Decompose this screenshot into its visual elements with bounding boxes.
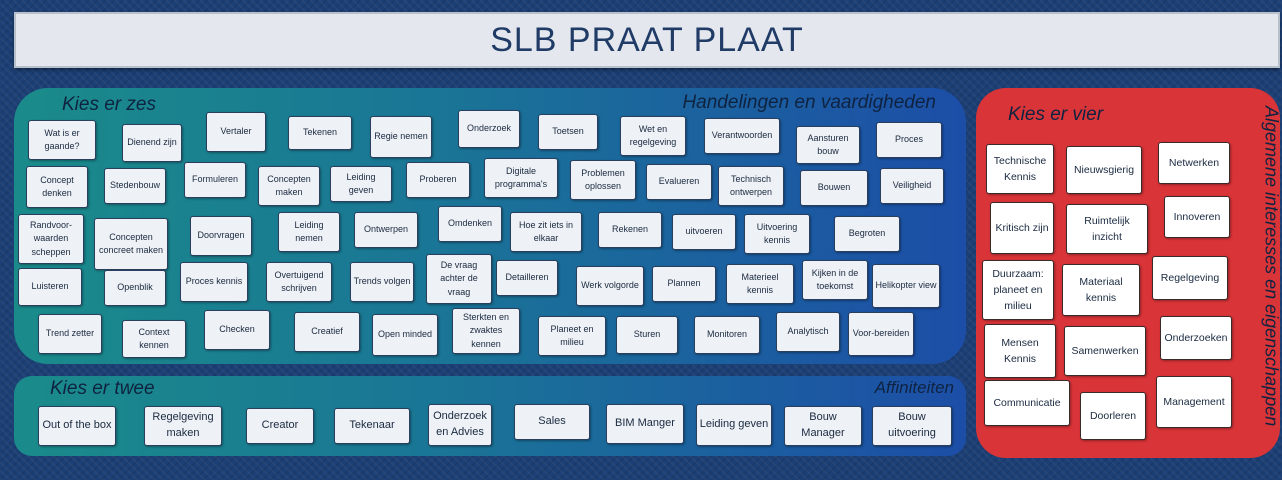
card-formuleren[interactable]: Formuleren (184, 162, 246, 198)
card-begroten[interactable]: Begroten (834, 216, 900, 252)
card-hoe-zit-iets-in-elkaar[interactable]: Hoe zit iets in elkaar (510, 212, 582, 252)
interest-technische-kennis[interactable]: Technische Kennis (986, 144, 1054, 194)
card-toetsen[interactable]: Toetsen (538, 114, 598, 150)
title-bar: SLB PRAAT PLAAT (14, 12, 1280, 68)
card-detailleren[interactable]: Detailleren (496, 260, 558, 296)
affinity-title-label: Affiniteiten (874, 378, 954, 397)
card-onderzoek[interactable]: Onderzoek (458, 110, 520, 148)
interest-onderzoeken[interactable]: Onderzoeken (1160, 316, 1232, 360)
card-kijken-in-de-toekomst[interactable]: Kijken in de toekomst (802, 260, 868, 300)
card-context-kennen[interactable]: Context kennen (122, 320, 186, 358)
card-sturen[interactable]: Sturen (616, 316, 678, 354)
card-regie-nemen[interactable]: Regie nemen (370, 116, 432, 158)
card-wet-en-regelgeving[interactable]: Wet en regelgeving (620, 116, 686, 156)
card-rekenen[interactable]: Rekenen (598, 212, 662, 248)
affinity-panel: Kies er twee Affiniteiten Out of the box… (14, 376, 966, 456)
affinity-regelgeving-maken[interactable]: Regelgeving maken (144, 406, 222, 446)
affinity-sales[interactable]: Sales (514, 404, 590, 440)
card-technisch-ontwerpen[interactable]: Technisch ontwerpen (718, 166, 784, 206)
card-doorvragen[interactable]: Doorvragen (190, 216, 252, 256)
affinity-out-of-the-box[interactable]: Out of the box (38, 406, 116, 446)
card-stedenbouw[interactable]: Stedenbouw (104, 168, 166, 204)
card-wat-is-er-gaande[interactable]: Wat is er gaande? (28, 120, 96, 160)
card-monitoren[interactable]: Monitoren (694, 316, 760, 354)
affinity-bim-manger[interactable]: BIM Manger (606, 404, 684, 444)
card-leiding-geven[interactable]: Leiding geven (330, 166, 392, 202)
card-tekenen[interactable]: Tekenen (288, 116, 352, 150)
affinity-leiding-geven[interactable]: Leiding geven (696, 404, 772, 446)
interest-management[interactable]: Management (1156, 376, 1232, 428)
interest-kritisch-zijn[interactable]: Kritisch zijn (990, 202, 1054, 254)
card-omdenken[interactable]: Omdenken (438, 206, 502, 242)
interest-regelgeving[interactable]: Regelgeving (1152, 256, 1228, 300)
card-evalueren[interactable]: Evalueren (646, 164, 712, 200)
card-proces-kennis[interactable]: Proces kennis (180, 262, 248, 302)
page-title: SLB PRAAT PLAAT (490, 20, 804, 59)
card-concepten-concreet-maken[interactable]: Concepten concreet maken (94, 218, 168, 270)
card-vertaler[interactable]: Vertaler (206, 112, 266, 152)
card-analytisch[interactable]: Analytisch (776, 312, 840, 352)
card-dienend-zijn[interactable]: Dienend zijn (122, 124, 182, 162)
affinity-bouw-manager[interactable]: Bouw Manager (784, 406, 862, 446)
interest-nieuwsgierig[interactable]: Nieuwsgierig (1066, 146, 1142, 194)
card-uitvoering-kennis[interactable]: Uitvoering kennis (744, 214, 810, 254)
interests-panel: Kies er vier Algemene interesses en eige… (976, 88, 1282, 458)
card-materieel-kennis[interactable]: Materieel kennis (726, 264, 794, 304)
interest-materiaal-kennis[interactable]: Materiaal kennis (1062, 264, 1140, 316)
skills-instruction-label: Kies er zes (62, 94, 156, 115)
interests-title-label: Algemene interesses en eigenschappen (1261, 105, 1282, 427)
skills-panel: Kies er zes Handelingen en vaardigheden … (14, 88, 966, 364)
card-plannen[interactable]: Plannen (652, 266, 716, 302)
interest-mensen-kennis[interactable]: Mensen Kennis (984, 324, 1056, 378)
card-overtuigend-schrijven[interactable]: Overtuigend schrijven (266, 262, 332, 302)
card-concept-denken[interactable]: Concept denken (26, 166, 88, 208)
affinity-creator[interactable]: Creator (246, 408, 314, 444)
interest-innoveren[interactable]: Innoveren (1164, 196, 1230, 238)
card-trend-zetter[interactable]: Trend zetter (38, 314, 102, 354)
card-bouwen[interactable]: Bouwen (800, 170, 868, 206)
card-proberen[interactable]: Proberen (406, 162, 470, 198)
interest-netwerken[interactable]: Netwerken (1158, 142, 1230, 184)
affinity-tekenaar[interactable]: Tekenaar (334, 408, 410, 444)
card-concepten-maken[interactable]: Concepten maken (258, 166, 320, 206)
interest-communicatie[interactable]: Communicatie (984, 380, 1070, 426)
card-problemen-oplossen[interactable]: Problemen oplossen (570, 160, 636, 200)
card-voorbereiden[interactable]: Voor-bereiden (848, 312, 914, 356)
card-veiligheid[interactable]: Veiligheid (880, 168, 944, 204)
card-aansturen-bouw[interactable]: Aansturen bouw (796, 126, 860, 164)
skills-title-label: Handelingen en vaardigheden (682, 92, 936, 113)
interest-samenwerken[interactable]: Samenwerken (1064, 326, 1146, 376)
card-verantwoorden[interactable]: Verantwoorden (704, 118, 780, 154)
card-sterkten-en-zwaktes-kennen[interactable]: Sterkten en zwaktes kennen (452, 308, 520, 354)
card-planeet-en-milieu[interactable]: Planeet en milieu (538, 316, 606, 356)
interest-doorleren[interactable]: Doorleren (1080, 392, 1146, 440)
card-open-minded[interactable]: Open minded (372, 314, 438, 356)
card-creatief[interactable]: Creatief (294, 312, 360, 352)
interest-ruimtelijk-inzicht[interactable]: Ruimtelijk inzicht (1066, 204, 1148, 254)
affinity-instruction-label: Kies er twee (50, 378, 155, 399)
affinity-onderzoek-en-advies[interactable]: Onderzoek en Advies (428, 404, 492, 446)
card-digitale-programmas[interactable]: Digitale programma's (484, 158, 558, 198)
card-de-vraag-achter-de-vraag[interactable]: De vraag achter de vraag (426, 254, 492, 304)
interest-duurzaam-planeet-en-milieu[interactable]: Duurzaam: planeet en milieu (982, 260, 1054, 320)
card-helikopter-view[interactable]: Helikopter view (872, 264, 940, 308)
card-checken[interactable]: Checken (204, 310, 270, 350)
card-proces[interactable]: Proces (876, 122, 942, 158)
card-leiding-nemen[interactable]: Leiding nemen (278, 212, 340, 252)
card-trends-volgen[interactable]: Trends volgen (350, 262, 414, 302)
card-luisteren[interactable]: Luisteren (18, 268, 82, 306)
affinity-bouw-uitvoering[interactable]: Bouw uitvoering (872, 406, 952, 446)
card-openblik[interactable]: Openblik (104, 270, 166, 306)
card-ontwerpen[interactable]: Ontwerpen (354, 212, 418, 248)
interests-instruction-label: Kies er vier (1008, 104, 1104, 125)
card-randvoorwaarden-scheppen[interactable]: Randvoor-waarden scheppen (18, 214, 84, 264)
card-uitvoeren[interactable]: uitvoeren (672, 214, 736, 250)
card-werk-volgorde[interactable]: Werk volgorde (576, 266, 644, 306)
